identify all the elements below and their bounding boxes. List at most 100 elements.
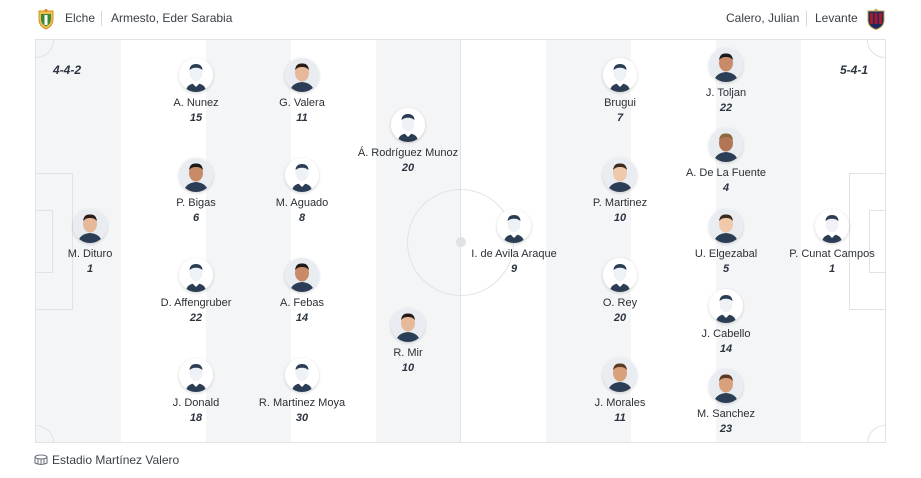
away-player[interactable]: U. Elgezabal 5 <box>656 209 796 275</box>
player-name[interactable]: O. Rey <box>602 297 638 309</box>
player-avatar[interactable] <box>179 358 213 392</box>
away-player[interactable]: J. Toljan 22 <box>656 48 796 114</box>
away-formation: 5-4-1 <box>840 63 869 77</box>
home-player[interactable]: A. Nunez 15 <box>126 58 266 124</box>
player-number: 9 <box>510 263 518 275</box>
player-avatar[interactable] <box>497 209 531 243</box>
player-avatar[interactable] <box>285 158 319 192</box>
player-name[interactable]: R. Martinez Moya <box>258 397 346 409</box>
player-name[interactable]: J. Cabello <box>701 328 751 340</box>
player-number: 30 <box>295 412 309 424</box>
player-number: 1 <box>86 263 94 275</box>
player-name[interactable]: M. Dituro <box>67 248 113 260</box>
player-avatar[interactable] <box>709 48 743 82</box>
player-avatar[interactable] <box>709 128 743 162</box>
player-avatar[interactable] <box>285 258 319 292</box>
player-avatar[interactable] <box>179 258 213 292</box>
home-player[interactable]: G. Valera 11 <box>232 58 372 124</box>
player-name[interactable]: P. Bigas <box>176 197 216 209</box>
player-avatar[interactable] <box>709 209 743 243</box>
player-name[interactable]: M. Sanchez <box>696 408 756 420</box>
player-name[interactable]: G. Valera <box>279 97 325 109</box>
player-name[interactable]: A. Nunez <box>173 97 219 109</box>
player-number: 6 <box>192 212 200 224</box>
player-name[interactable]: P. Cunat Campos <box>789 248 875 260</box>
player-number: 22 <box>189 312 203 324</box>
player-avatar[interactable] <box>391 108 425 142</box>
player-name[interactable]: M. Aguado <box>275 197 329 209</box>
corner-arc <box>36 40 54 58</box>
player-number: 14 <box>719 343 733 355</box>
player-avatar[interactable] <box>73 209 107 243</box>
away-player[interactable]: Brugui 7 <box>550 58 690 124</box>
away-player[interactable]: J. Cabello 14 <box>656 289 796 355</box>
away-team-name[interactable]: Levante <box>815 11 858 25</box>
player-number: 20 <box>613 312 627 324</box>
levante-crest-icon[interactable] <box>866 8 886 30</box>
player-number: 8 <box>298 212 306 224</box>
player-avatar[interactable] <box>179 158 213 192</box>
home-player[interactable]: D. Affengruber 22 <box>126 258 266 324</box>
player-number: 11 <box>296 112 308 124</box>
player-number: 11 <box>614 412 626 424</box>
away-player[interactable]: M. Sanchez 23 <box>656 369 796 435</box>
player-avatar[interactable] <box>709 369 743 403</box>
away-player[interactable]: J. Morales 11 <box>550 358 690 424</box>
player-number: 22 <box>719 102 733 114</box>
player-avatar[interactable] <box>603 58 637 92</box>
match-lineup-header: Elche Armesto, Eder Sarabia Calero, Juli… <box>0 0 921 38</box>
home-formation: 4-4-2 <box>53 63 82 77</box>
away-player[interactable]: I. de Avila Araque 9 <box>444 209 584 275</box>
football-pitch <box>35 39 886 443</box>
player-avatar[interactable] <box>391 308 425 342</box>
away-player[interactable]: A. De La Fuente 4 <box>656 128 796 194</box>
player-name[interactable]: Á. Rodríguez Munoz <box>357 147 459 159</box>
header-divider <box>806 11 807 26</box>
player-name[interactable]: A. De La Fuente <box>685 167 767 179</box>
player-avatar[interactable] <box>603 158 637 192</box>
player-number: 5 <box>722 263 730 275</box>
player-avatar[interactable] <box>603 258 637 292</box>
player-name[interactable]: A. Febas <box>279 297 325 309</box>
stadium-icon <box>34 454 48 466</box>
away-coach-name[interactable]: Calero, Julian <box>726 11 800 25</box>
player-avatar[interactable] <box>179 58 213 92</box>
stadium-name[interactable]: Estadio Martínez Valero <box>52 453 180 467</box>
home-player[interactable]: M. Dituro 1 <box>20 209 160 275</box>
player-avatar[interactable] <box>815 209 849 243</box>
home-player[interactable]: P. Bigas 6 <box>126 158 266 224</box>
player-name[interactable]: D. Affengruber <box>160 297 232 309</box>
player-number: 4 <box>722 182 730 194</box>
player-name[interactable]: I. de Avila Araque <box>471 248 557 260</box>
home-coach-name[interactable]: Armesto, Eder Sarabia <box>111 11 233 25</box>
elche-crest-icon[interactable] <box>36 8 56 30</box>
player-name[interactable]: J. Toljan <box>705 87 747 99</box>
player-name[interactable]: U. Elgezabal <box>694 248 758 260</box>
player-number: 10 <box>613 212 627 224</box>
player-name[interactable]: R. Mir <box>393 347 423 359</box>
player-number: 15 <box>189 112 203 124</box>
player-name[interactable]: J. Morales <box>594 397 646 409</box>
home-player[interactable]: R. Martinez Moya 30 <box>232 358 372 424</box>
player-number: 7 <box>616 112 624 124</box>
home-goal-area <box>36 210 53 273</box>
player-avatar[interactable] <box>285 358 319 392</box>
player-avatar[interactable] <box>709 289 743 323</box>
player-number: 23 <box>719 423 733 435</box>
player-name[interactable]: Brugui <box>604 97 636 109</box>
home-player[interactable]: M. Aguado 8 <box>232 158 372 224</box>
pitch-stripe <box>631 40 716 442</box>
player-avatar[interactable] <box>285 58 319 92</box>
away-player[interactable]: P. Martinez 10 <box>550 158 690 224</box>
player-name[interactable]: J. Donald <box>172 397 220 409</box>
player-avatar[interactable] <box>603 358 637 392</box>
home-team-name[interactable]: Elche <box>65 11 96 25</box>
player-name[interactable]: P. Martinez <box>592 197 648 209</box>
pitch-stripe <box>801 40 885 442</box>
away-player[interactable]: O. Rey 20 <box>550 258 690 324</box>
